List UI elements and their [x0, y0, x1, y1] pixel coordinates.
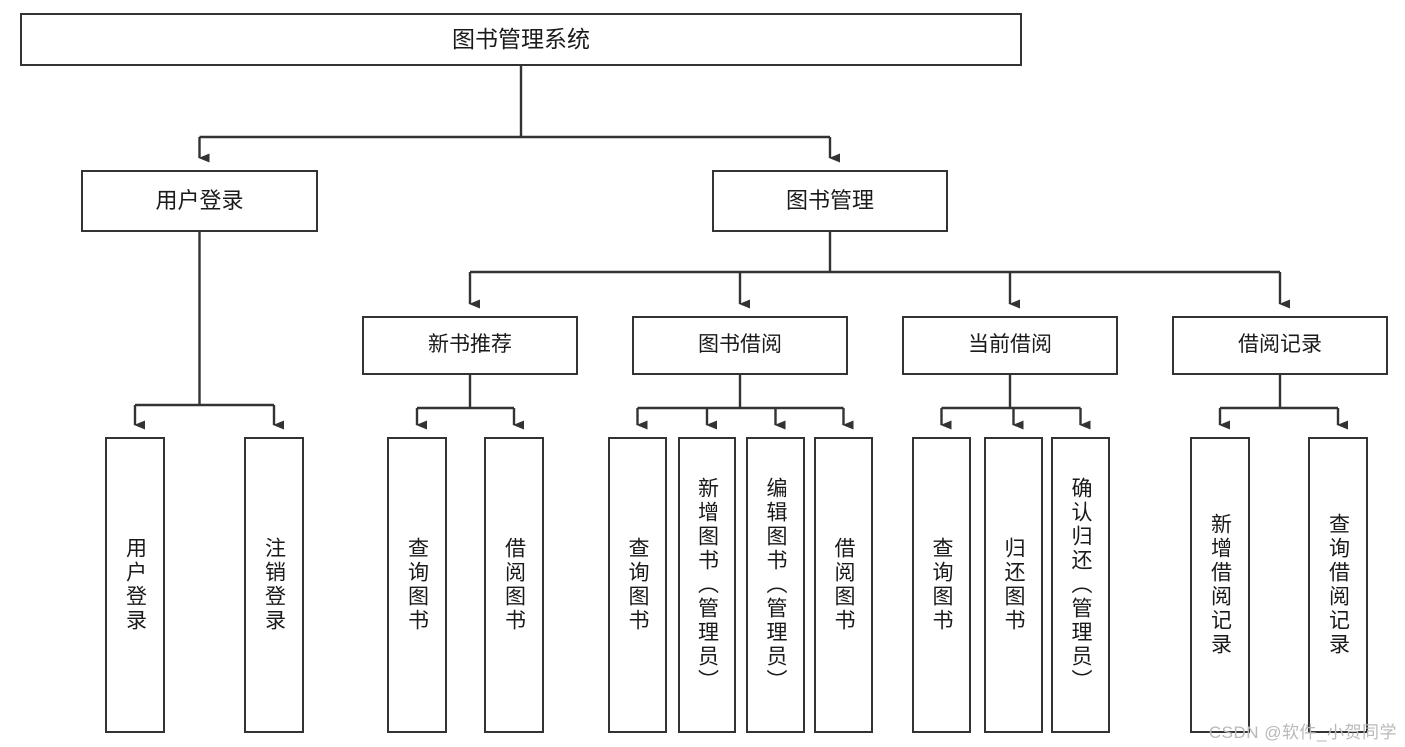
watermark-label: CSDN @软件_小贺同学: [1208, 723, 1397, 742]
leaf-node-leaf-borrow-book-1[interactable]: 借阅图书: [484, 437, 544, 733]
node-book-borrow[interactable]: 图书借阅: [632, 316, 848, 375]
leaf-node-leaf-query-book-3[interactable]: 查询图书: [912, 437, 971, 733]
leaf-node-leaf-user-login[interactable]: 用户登录: [105, 437, 165, 733]
leaf-node-leaf-logout[interactable]: 注销登录: [244, 437, 304, 733]
node-label: 查询图书: [405, 537, 429, 633]
node-current-borrow[interactable]: 当前借阅: [902, 316, 1118, 375]
node-book-manage[interactable]: 图书管理: [712, 170, 948, 232]
node-label: 图书借阅: [698, 333, 782, 357]
node-label: 借阅图书: [832, 537, 855, 633]
node-label: 查询图书: [930, 537, 953, 633]
leaf-node-leaf-return-book[interactable]: 归还图书: [984, 437, 1043, 733]
node-label: 用户登录: [155, 188, 244, 214]
node-label: 新增借阅记录: [1208, 513, 1232, 657]
node-label: 查询图书: [626, 537, 649, 633]
leaf-node-leaf-query-record[interactable]: 查询借阅记录: [1308, 437, 1368, 733]
node-label: 查询借阅记录: [1326, 513, 1350, 657]
node-label: 编辑图书（管理员）: [764, 477, 787, 693]
leaf-node-leaf-borrow-book-2[interactable]: 借阅图书: [814, 437, 873, 733]
node-label: 图书管理系统: [452, 26, 590, 53]
node-label: 归还图书: [1002, 537, 1025, 633]
node-label: 新增图书（管理员）: [695, 477, 719, 693]
node-label: 注销登录: [262, 537, 286, 633]
node-label: 用户登录: [123, 537, 147, 633]
node-label: 确认归还（管理员）: [1069, 477, 1092, 693]
leaf-node-leaf-add-book[interactable]: 新增图书（管理员）: [678, 437, 736, 733]
node-label: 新书推荐: [428, 333, 512, 357]
node-label: 借阅图书: [502, 537, 526, 633]
leaf-node-leaf-add-record[interactable]: 新增借阅记录: [1190, 437, 1250, 733]
node-root[interactable]: 图书管理系统: [20, 13, 1022, 66]
leaf-node-leaf-confirm-return[interactable]: 确认归还（管理员）: [1051, 437, 1110, 733]
node-label: 图书管理: [785, 188, 874, 214]
node-new-book-recommend[interactable]: 新书推荐: [362, 316, 578, 375]
leaf-node-leaf-edit-book[interactable]: 编辑图书（管理员）: [746, 437, 805, 733]
node-label: 借阅记录: [1238, 333, 1322, 357]
leaf-node-leaf-query-book-1[interactable]: 查询图书: [387, 437, 447, 733]
node-borrow-record[interactable]: 借阅记录: [1172, 316, 1388, 375]
node-label: 当前借阅: [968, 333, 1052, 357]
node-user-login[interactable]: 用户登录: [81, 170, 318, 232]
leaf-node-leaf-query-book-2[interactable]: 查询图书: [608, 437, 667, 733]
